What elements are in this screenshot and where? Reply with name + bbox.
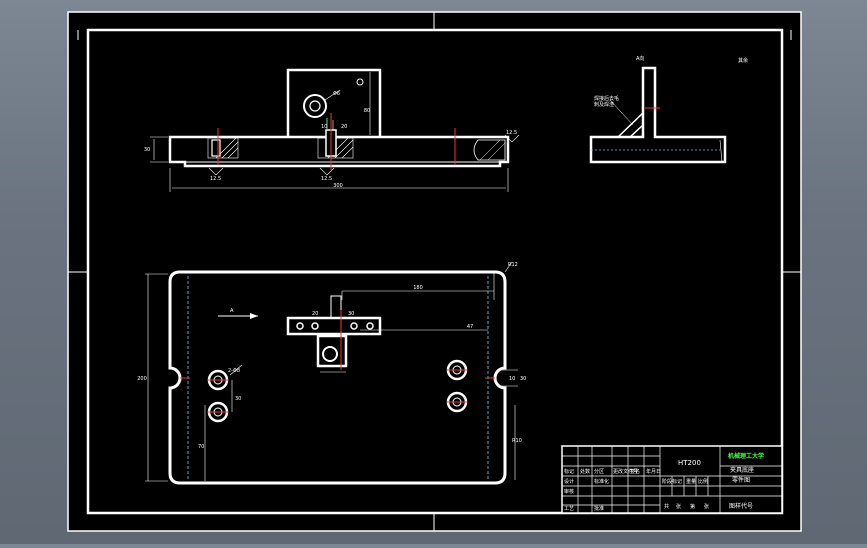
side-rib [617, 111, 644, 138]
tb-row1-c3: 分区 [594, 468, 604, 475]
plan-dim-height: 200 [137, 376, 147, 382]
tb-row1-c1: 标记 [564, 468, 574, 475]
side-view: A向 焊接后去毛 刺及焊渣 其余 [589, 55, 748, 164]
plan-dim-center-30: 30 [348, 311, 354, 317]
side-corner-mark: 其余 [738, 57, 748, 64]
front-post-outline [286, 68, 382, 137]
plan-arrow-label: A [230, 308, 234, 314]
title-school: 机械理工大学 [728, 452, 764, 460]
side-note-line1: 焊接后去毛 [594, 95, 619, 102]
plan-dim-top-offset: 180 [413, 285, 423, 291]
front-roughness-center: 12.5 [321, 176, 332, 182]
front-dim-height: 30 [144, 147, 150, 153]
plan-dim-left-spacing: 30 [235, 396, 241, 402]
front-dim-thickness: 20 [341, 124, 347, 130]
plan-view: A 180 47 200 2-Φ8 30 70 R10 10 30 R12 20 [137, 261, 526, 485]
tb-row4-c5: 共 [664, 503, 669, 510]
tb-row1-c6: 年月日 [646, 468, 661, 475]
tb-row2-c5: 阶段标记 [662, 478, 682, 485]
front-dim-slot: 10 [321, 124, 327, 130]
tb-row1-c5: 签名 [630, 468, 640, 475]
title-part-name-1: 夹具底座 [730, 466, 754, 474]
plan-dim-left-hole: 2-Φ8 [228, 368, 240, 374]
front-dim-hole: Φ6 [333, 91, 340, 97]
title-drawing-number: 图样代号 [729, 502, 753, 510]
front-base-outline [168, 135, 510, 168]
tb-row4-c6: 张 [676, 503, 681, 510]
front-dim-post-height: 80 [364, 108, 370, 114]
plan-dim-bottom-left: 70 [198, 444, 204, 450]
plan-dim-right-bottom: R10 [512, 438, 522, 444]
center-block [316, 334, 348, 368]
tb-row1-c2: 处数 [580, 468, 590, 475]
title-part-name-2: 零件图 [732, 476, 750, 484]
plan-dim-right-slot2: 30 [520, 376, 526, 382]
front-roughness-right: 12.5 [506, 130, 517, 136]
plan-dim-corner: R12 [508, 262, 518, 268]
center-marks [68, 12, 801, 531]
tb-row2-c1: 设计 [564, 478, 574, 485]
front-roughness-left: 12.5 [210, 176, 221, 182]
tb-row2-c7: 比例 [698, 478, 708, 485]
side-note-line2: 刺及焊渣 [594, 101, 614, 108]
plan-dim-right-slot: 10 [509, 376, 515, 382]
plan-dim-center-20: 20 [312, 311, 318, 317]
tb-row4-c7: 第 [690, 503, 695, 510]
tb-row2-c6: 重量 [686, 478, 696, 485]
title-block: HT200 机械理工大学 夹具底座 零件图 图样代号 标记 处数 分区 更改文件… [561, 445, 783, 514]
tb-row4-c3: 批准 [594, 505, 604, 512]
tb-row4-c1: 工艺 [564, 506, 574, 512]
tb-row1-c4: 更改文件号 [613, 468, 638, 475]
tb-row2-c3: 标准化 [594, 478, 609, 485]
side-view-label: A向 [636, 55, 644, 62]
front-dim-width: 300 [333, 183, 343, 189]
tb-row4-c8: 张 [704, 503, 709, 510]
title-material: HT200 [678, 459, 701, 467]
tb-row3-c1: 审核 [564, 488, 574, 495]
plan-outline [168, 270, 507, 485]
front-view: 300 30 80 Φ6 10 20 12.5 12.5 12.5 [144, 68, 520, 192]
plan-dim-right-offset: 47 [467, 324, 473, 330]
